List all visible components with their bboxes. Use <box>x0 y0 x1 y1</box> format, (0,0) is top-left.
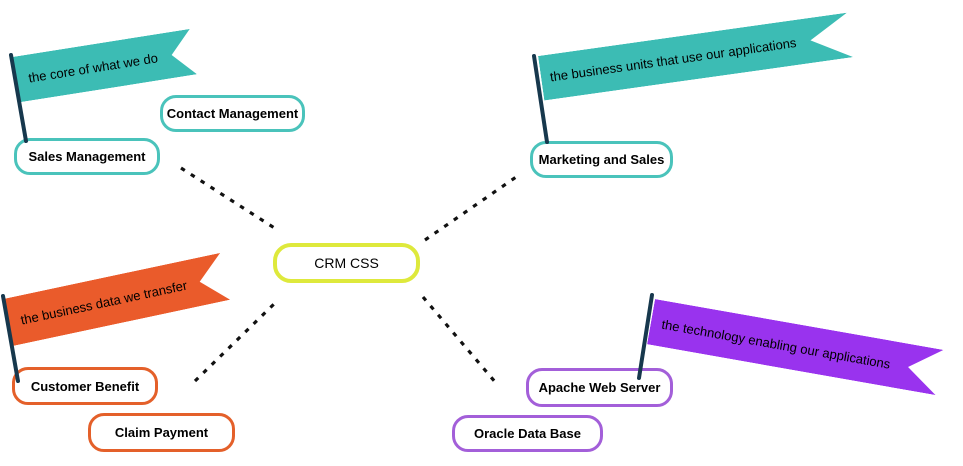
node-apache-web-server[interactable]: Apache Web Server <box>526 368 673 407</box>
flag-technology-label: the technology enabling our applications <box>660 316 892 372</box>
node-oracle-data-base-label: Oracle Data Base <box>474 426 581 441</box>
node-contact-management-label: Contact Management <box>166 106 299 121</box>
node-crm-css-label: CRM CSS <box>314 255 379 271</box>
node-marketing-and-sales[interactable]: Marketing and Sales <box>530 141 673 178</box>
node-contact-management[interactable]: Contact Management <box>160 95 305 132</box>
node-marketing-and-sales-label: Marketing and Sales <box>538 152 665 167</box>
connector-technology <box>421 295 498 385</box>
node-crm-css[interactable]: CRM CSS <box>273 243 420 283</box>
node-apache-web-server-label: Apache Web Server <box>538 380 661 395</box>
node-oracle-data-base[interactable]: Oracle Data Base <box>452 415 603 452</box>
node-sales-management[interactable]: Sales Management <box>14 138 160 175</box>
flag-business-data[interactable]: the business data we transfer <box>3 253 230 346</box>
connector-core <box>180 166 277 231</box>
flag-core[interactable]: the core of what we do <box>12 29 197 103</box>
flag-business-units-label: the business units that use our applicat… <box>549 35 798 85</box>
node-customer-benefit[interactable]: Customer Benefit <box>12 367 158 405</box>
connector-business-data <box>193 302 276 383</box>
node-claim-payment-label: Claim Payment <box>114 425 209 440</box>
flag-core-label: the core of what we do <box>27 49 159 86</box>
node-customer-benefit-label: Customer Benefit <box>30 378 140 394</box>
flag-technology[interactable]: the technology enabling our applications <box>647 299 944 395</box>
node-sales-management-label: Sales Management <box>28 149 146 164</box>
connector-business-units <box>424 173 520 242</box>
flag-business-data-label: the business data we transfer <box>19 277 189 328</box>
node-claim-payment[interactable]: Claim Payment <box>88 413 235 452</box>
flag-business-units[interactable]: the business units that use our applicat… <box>538 13 853 101</box>
